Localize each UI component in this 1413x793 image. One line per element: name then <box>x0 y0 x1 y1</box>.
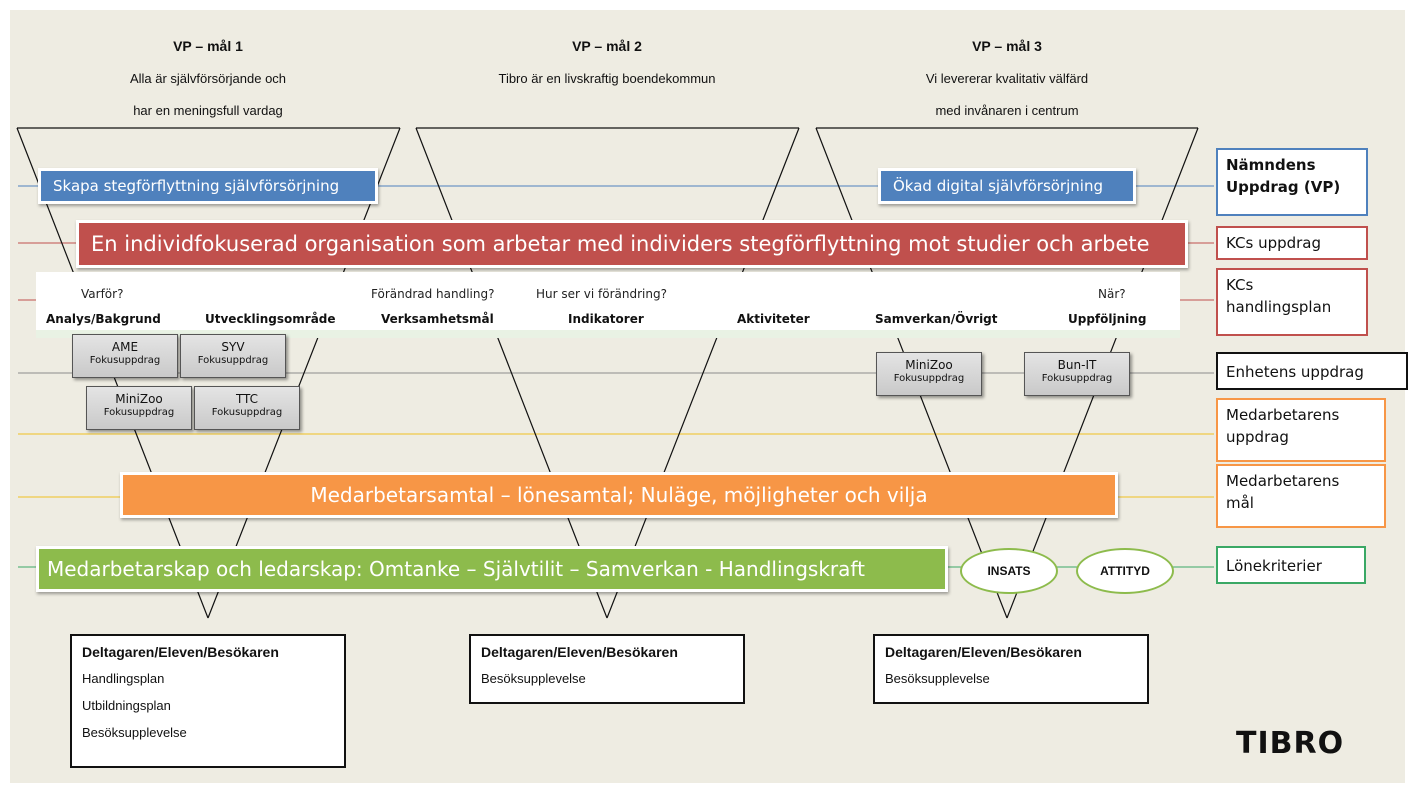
label-namndens-line-1: Nämndens <box>1226 156 1316 174</box>
target-row: Besöksupplevelse <box>481 671 586 686</box>
funnel-2-right <box>606 127 800 619</box>
target-row: Besöksupplevelse <box>885 671 990 686</box>
focus-box-bun-it: Bun-IT Fokusuppdrag <box>1024 352 1130 396</box>
focus-box-name: SYV <box>221 340 245 354</box>
goal-2-line-1: Tibro är en livskraftig boendekommun <box>498 71 716 86</box>
goal-2-title: VP – mål 2 <box>572 38 642 54</box>
question-nar: När? <box>1098 287 1126 301</box>
header-indikatorer: Indikatorer <box>568 312 644 326</box>
target-box-3: Deltagaren/Eleven/Besökaren Besöksupplev… <box>873 634 1149 704</box>
question-varfor: Varför? <box>81 287 124 301</box>
focus-box-sub: Fokusuppdrag <box>211 407 283 418</box>
orange-banner-medarbetarsamtal: Medarbetarsamtal – lönesamtal; Nuläge, m… <box>120 472 1118 518</box>
focus-box-name: Bun-IT <box>1057 358 1097 372</box>
target-row: Handlingsplan <box>82 671 165 686</box>
header-verksamhetsmal: Verksamhetsmål <box>381 312 494 326</box>
label-kcs-handlingsplan-line-2: handlingsplan <box>1226 298 1332 316</box>
target-row: Utbildningsplan <box>82 698 171 713</box>
target-title: Deltagaren/Eleven/Besökaren <box>82 644 279 660</box>
red-banner-organisation: En individfokuserad organisation som arb… <box>76 220 1188 268</box>
goal-1-title: VP – mål 1 <box>173 38 243 54</box>
label-medarbetarens-uppdrag-line-2: uppdrag <box>1226 428 1289 446</box>
header-samverkan: Samverkan/Övrigt <box>875 312 998 326</box>
focus-box-sub: Fokusuppdrag <box>893 373 965 384</box>
label-kcs-handlingsplan-line-1: KCs <box>1226 276 1254 294</box>
goal-1-line-2: har en meningsfull vardag <box>133 103 283 118</box>
goal-3-title: VP – mål 3 <box>972 38 1042 54</box>
label-namndens-line-2: Uppdrag (VP) <box>1226 178 1341 196</box>
target-title: Deltagaren/Eleven/Besökaren <box>481 644 678 660</box>
blue-banner-digital: Ökad digital självförsörjning <box>878 168 1136 204</box>
action-plan-strip <box>36 272 1180 338</box>
header-aktiviteter: Aktiviteter <box>737 312 810 326</box>
label-namndens-uppdrag: Nämndens Uppdrag (VP) <box>1216 148 1368 216</box>
focus-box-sub: Fokusuppdrag <box>103 407 175 418</box>
label-medarbetarens-mal-line-1: Medarbetarens <box>1226 472 1340 490</box>
funnel-1-right <box>207 127 401 619</box>
label-enhetens-uppdrag: Enhetens uppdrag <box>1216 352 1408 390</box>
label-medarbetarens-mal-line-2: mål <box>1226 494 1254 512</box>
header-utvecklingsomrade: Utvecklingsområde <box>205 312 336 326</box>
focus-box-minizoo-1: MiniZoo Fokusuppdrag <box>86 386 192 430</box>
focus-box-name: AME <box>111 340 139 354</box>
label-medarbetarens-mal: Medarbetarens mål <box>1216 464 1386 528</box>
focus-box-ttc: TTC Fokusuppdrag <box>194 386 300 430</box>
label-medarbetarens-uppdrag: Medarbetarens uppdrag <box>1216 398 1386 462</box>
label-kcs-uppdrag: KCs uppdrag <box>1216 226 1368 260</box>
target-box-2: Deltagaren/Eleven/Besökaren Besöksupplev… <box>469 634 745 704</box>
focus-box-sub: Fokusuppdrag <box>197 355 269 366</box>
focus-box-name: MiniZoo <box>905 358 953 372</box>
header-uppfoljning: Uppföljning <box>1068 312 1147 326</box>
green-banner-medarbetarskap: Medarbetarskap och ledarskap: Omtanke – … <box>36 546 948 592</box>
label-medarbetarens-uppdrag-line-1: Medarbetarens <box>1226 406 1340 424</box>
oval-attityd: ATTITYD <box>1076 548 1174 594</box>
goal-3-line-2: med invånaren i centrum <box>935 103 1079 118</box>
focus-box-sub: Fokusuppdrag <box>1041 373 1113 384</box>
question-forandrad-handling: Förändrad handling? <box>371 287 495 301</box>
target-box-1: Deltagaren/Eleven/Besökaren Handlingspla… <box>70 634 346 768</box>
focus-box-syv: SYV Fokusuppdrag <box>180 334 286 378</box>
question-hur-ser-vi: Hur ser vi förändring? <box>536 287 667 301</box>
blue-banner-sjalvforsorjning: Skapa stegförflyttning självförsörjning <box>38 168 378 204</box>
target-row: Besöksupplevelse <box>82 725 187 740</box>
header-analys: Analys/Bakgrund <box>46 312 161 326</box>
focus-box-ame: AME Fokusuppdrag <box>72 334 178 378</box>
goal-1-line-1: Alla är självförsörjande och <box>129 71 287 86</box>
label-lonekriterier: Lönekriterier <box>1216 546 1366 584</box>
target-title: Deltagaren/Eleven/Besökaren <box>885 644 1082 660</box>
goal-3-line-1: Vi levererar kvalitativ välfärd <box>925 71 1089 86</box>
tibro-logo: TIBRO <box>1236 726 1345 761</box>
oval-insats: INSATS <box>960 548 1058 594</box>
label-kcs-handlingsplan: KCs handlingsplan <box>1216 268 1368 336</box>
focus-box-minizoo-2: MiniZoo Fokusuppdrag <box>876 352 982 396</box>
funnel-2-left <box>415 127 608 619</box>
focus-box-name: TTC <box>235 392 259 406</box>
focus-box-name: MiniZoo <box>115 392 163 406</box>
focus-box-sub: Fokusuppdrag <box>89 355 161 366</box>
